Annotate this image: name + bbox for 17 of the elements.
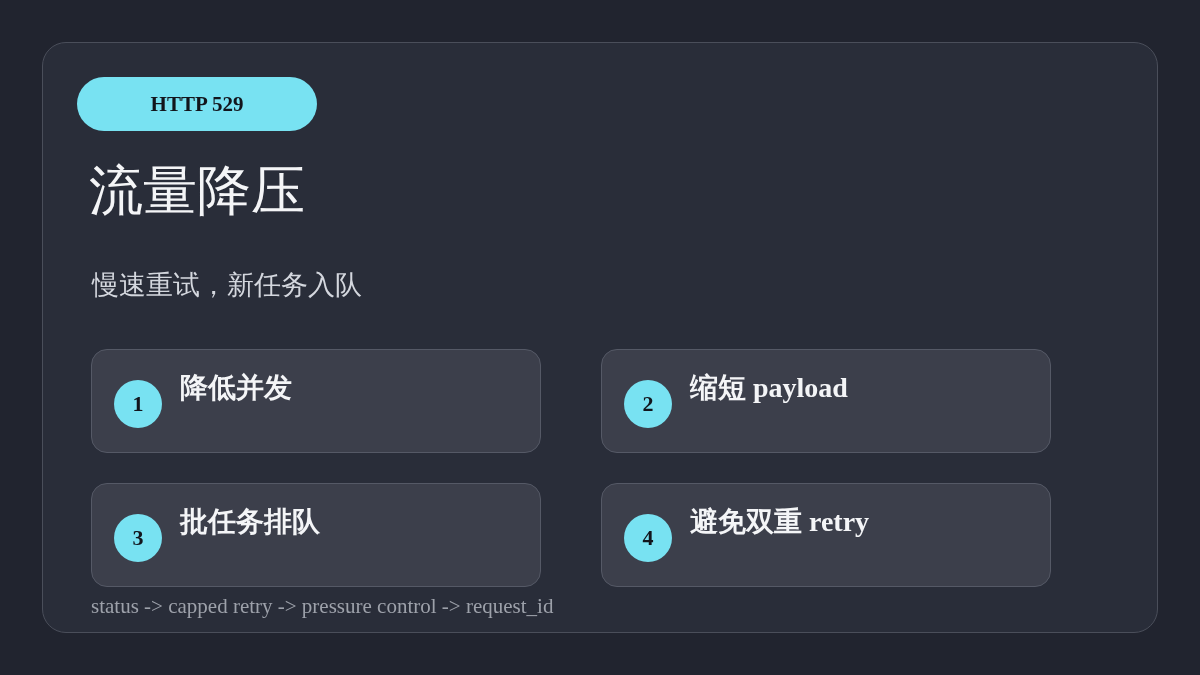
step-text: 避免双重 retry <box>690 505 870 539</box>
step-card <box>601 349 1051 453</box>
step-card <box>91 483 541 587</box>
subtitle: 慢速重试，新任务入队 <box>92 269 362 302</box>
number-circle: 3 <box>114 514 162 562</box>
status-pill: HTTP 529 <box>77 77 317 131</box>
heading: 流量降压 <box>89 160 305 222</box>
step-text: 降低并发 <box>180 371 292 405</box>
number-circle: 2 <box>624 380 672 428</box>
step-text: 缩短 payload <box>690 371 848 405</box>
step-card <box>601 483 1051 587</box>
step-text: 批任务排队 <box>180 505 320 539</box>
number-circle: 1 <box>114 380 162 428</box>
pipeline-note: status -> capped retry -> pressure control -> request_id <box>91 593 554 619</box>
panel <box>42 42 1158 633</box>
step-card <box>91 349 541 453</box>
number-circle: 4 <box>624 514 672 562</box>
